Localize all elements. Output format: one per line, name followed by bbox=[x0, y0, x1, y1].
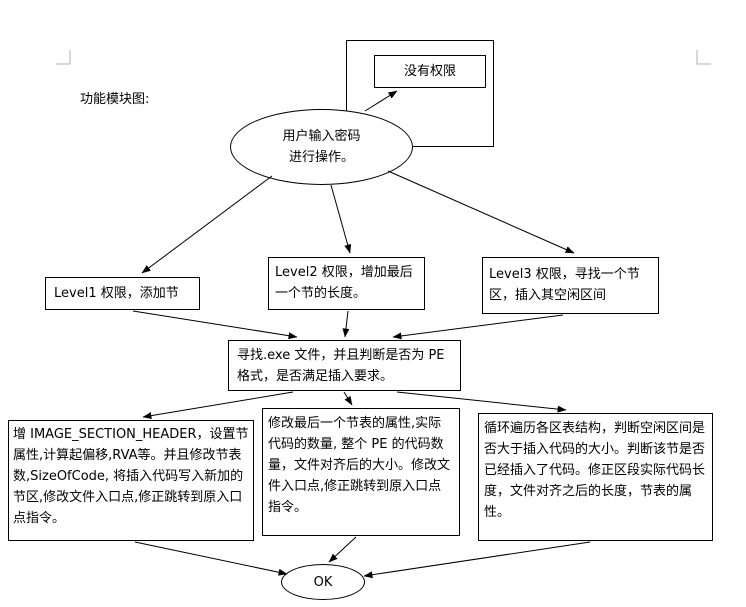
flow-node-pe-check: 寻找.exe 文件，并且判断是否为 PE 格式，是否满足插入要求。 bbox=[228, 340, 461, 391]
margin-mark-top-left bbox=[56, 50, 71, 65]
extend-last-section-label: 修改最后一个节表的属性,实际代码的数量, 整个 PE 的代码数量，文件对齐后的大… bbox=[268, 416, 451, 515]
arrow-level3-to-pe-check bbox=[392, 314, 564, 340]
flow-node-level2: Level2 权限，增加最后一个节的长度。 bbox=[268, 257, 425, 310]
flow-node-free-space: 循环遍历各区表结构，判断空闲区间是否大于插入代码的大小。判断该节是否已经插入了代… bbox=[478, 413, 713, 541]
arrow-user-input-to-level1 bbox=[141, 175, 273, 274]
arrow-level1-to-pe-check bbox=[132, 310, 298, 340]
flow-node-ok: OK bbox=[281, 564, 365, 600]
level3-label: Level3 权限，寻找一个节区，插入其空闲区间 bbox=[489, 267, 640, 303]
arrow-free-space-to-ok bbox=[363, 541, 591, 579]
free-space-label: 循环遍历各区表结构，判断空闲区间是否大于插入代码的大小。判断该节是否已经插入了代… bbox=[484, 421, 706, 520]
pe-check-label: 寻找.exe 文件，并且判断是否为 PE 格式，是否满足插入要求。 bbox=[237, 348, 445, 384]
flow-node-level3: Level3 权限，寻找一个节区，插入其空闲区间 bbox=[482, 257, 659, 314]
level2-label: Level2 权限，增加最后一个节的长度。 bbox=[275, 265, 413, 301]
diagram-caption: 功能模块图: bbox=[80, 92, 150, 107]
user-input-label: 用户输入密码进行操作。 bbox=[282, 129, 361, 165]
flow-node-user-input: 用户输入密码进行操作。 bbox=[230, 109, 413, 185]
arrow-level2-to-pe-check bbox=[342, 310, 350, 338]
no-permission-label: 没有权限 bbox=[403, 64, 456, 79]
arrow-extend-last-to-ok bbox=[328, 536, 357, 563]
margin-mark-top-right bbox=[696, 50, 711, 65]
level1-label: Level1 权限，添加节 bbox=[54, 286, 179, 301]
arrow-user-input-to-level3 bbox=[387, 170, 575, 254]
arrow-pe-check-to-extend-last bbox=[343, 391, 353, 406]
ok-label: OK bbox=[313, 574, 333, 590]
flow-node-add-section: 增 IMAGE_SECTION_HEADER，设置节属性,计算起偏移,RVA等。… bbox=[8, 420, 254, 541]
add-section-label: 增 IMAGE_SECTION_HEADER，设置节属性,计算起偏移,RVA等。… bbox=[13, 427, 249, 526]
flow-node-no-permission: 没有权限 bbox=[374, 55, 486, 88]
flow-node-level1: Level1 权限，添加节 bbox=[45, 277, 200, 310]
flow-node-extend-last-section: 修改最后一个节表的属性,实际代码的数量, 整个 PE 的代码数量，文件对齐后的大… bbox=[262, 408, 460, 536]
arrow-add-section-to-ok bbox=[134, 541, 288, 576]
arrow-user-input-to-level2 bbox=[330, 184, 352, 254]
